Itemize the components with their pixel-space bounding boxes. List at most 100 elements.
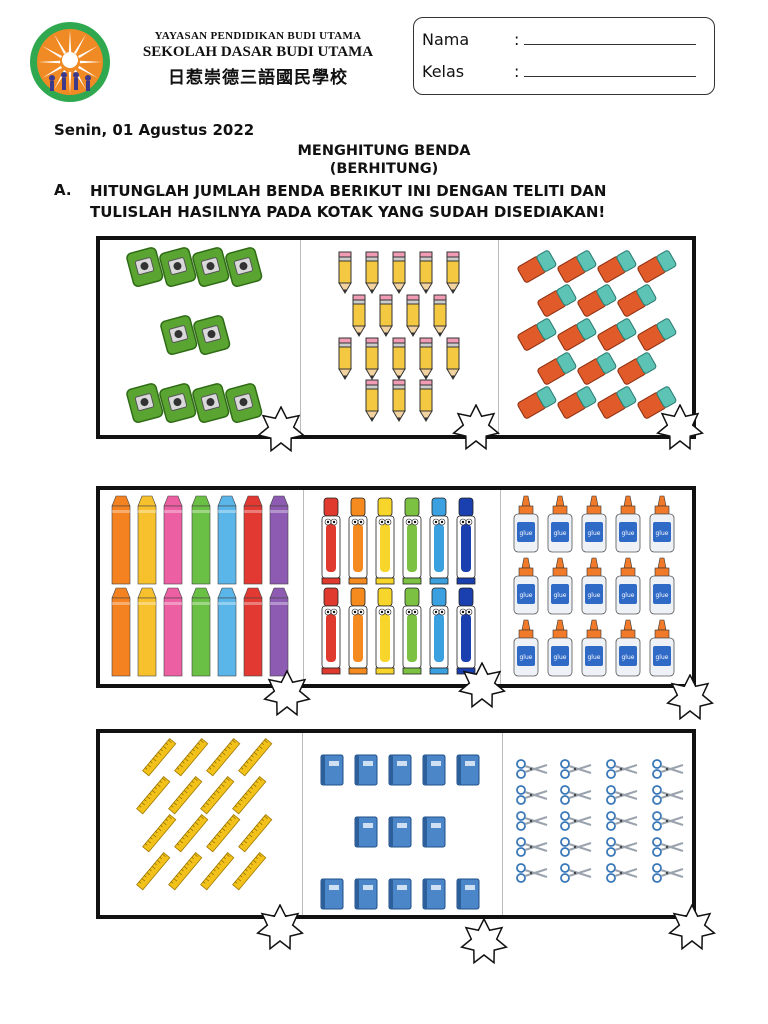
- eraser-item: [517, 386, 557, 419]
- marker-item: [348, 587, 368, 675]
- answer-box-star[interactable]: [656, 404, 704, 452]
- ruler-item: [206, 737, 241, 777]
- pencil-item: [419, 337, 433, 380]
- eraser-group: [517, 250, 677, 419]
- answer-box-star[interactable]: [452, 404, 500, 452]
- scissors-item: [516, 837, 548, 857]
- marker-group: [321, 497, 476, 675]
- pencil-item: [392, 379, 406, 422]
- ruler-item: [238, 813, 273, 853]
- pencil-item: [433, 294, 447, 337]
- glue-item: glue: [547, 557, 573, 615]
- erasers-panel: [517, 250, 677, 419]
- sharpener-item: [192, 383, 230, 423]
- eraser-item: [577, 352, 617, 385]
- notebook-item: [388, 754, 412, 786]
- ruler-item: [136, 775, 171, 815]
- notebook-item: [354, 878, 378, 910]
- notebook-group: [320, 754, 480, 910]
- name-label: Nama: [422, 30, 470, 49]
- worksheet-date: Senin, 01 Agustus 2022: [54, 121, 255, 139]
- eraser-item: [537, 352, 577, 385]
- notebook-item: [388, 816, 412, 848]
- notebook-item: [320, 878, 344, 910]
- pencils-panel: [338, 251, 460, 422]
- sharpener-item: [193, 315, 231, 355]
- scissors-item: [606, 837, 638, 857]
- crayon-item: [111, 587, 131, 677]
- scissors-item: [606, 811, 638, 831]
- ruler-item: [232, 775, 267, 815]
- scissors-item: [652, 759, 684, 779]
- glue-item: glue: [649, 557, 675, 615]
- marker-item: [456, 587, 476, 675]
- school-header: YAYASAN PENDIDIKAN BUDI UTAMA SEKOLAH DA…: [118, 30, 398, 88]
- eraser-item: [577, 284, 617, 317]
- scissors-item: [516, 785, 548, 805]
- glue-item: glue: [615, 495, 641, 553]
- eraser-item: [637, 250, 677, 283]
- worksheet-subtitle: (BERHITUNG): [329, 161, 439, 177]
- notebooks-panel: [320, 754, 480, 910]
- scissors-item: [560, 759, 592, 779]
- scissors-item: [516, 759, 548, 779]
- marker-item: [321, 497, 341, 585]
- school-name: SEKOLAH DASAR BUDI UTAMA: [142, 44, 374, 60]
- answer-box-star[interactable]: [666, 674, 714, 722]
- pencil-item: [365, 337, 379, 380]
- crayon-item: [243, 495, 263, 585]
- answer-box-star[interactable]: [257, 406, 305, 454]
- ruler-item: [142, 737, 177, 777]
- pencil-item: [419, 251, 433, 294]
- glue-item: glue: [581, 557, 607, 615]
- scissors-item: [652, 811, 684, 831]
- answer-box-star[interactable]: [668, 904, 716, 952]
- answer-box-star[interactable]: [256, 904, 304, 952]
- crayon-item: [217, 587, 237, 677]
- crayon-item: [217, 495, 237, 585]
- ruler-item: [200, 851, 235, 891]
- answer-box-star[interactable]: [263, 670, 311, 718]
- crayons-panel: [111, 495, 289, 677]
- crayon-item: [137, 587, 157, 677]
- marker-item: [402, 587, 422, 675]
- pencil-item: [338, 251, 352, 294]
- crayon-item: [191, 495, 211, 585]
- crayon-item: [163, 587, 183, 677]
- section-letter: A.: [54, 181, 72, 199]
- answer-box-star[interactable]: [458, 662, 506, 710]
- notebook-item: [456, 878, 480, 910]
- scissors-item: [652, 785, 684, 805]
- eraser-item: [637, 318, 677, 351]
- glue-item: glue: [615, 619, 641, 677]
- eraser-item: [637, 386, 677, 419]
- class-row: Kelas:: [422, 62, 696, 81]
- glue-item: glue: [513, 495, 539, 553]
- eraser-item: [617, 284, 657, 317]
- glue-label: glue: [554, 592, 567, 599]
- pencil-item: [406, 294, 420, 337]
- eraser-item: [557, 386, 597, 419]
- name-field[interactable]: [524, 30, 696, 45]
- class-field[interactable]: [524, 62, 696, 77]
- scissors-item: [560, 863, 592, 883]
- answer-box-star[interactable]: [460, 918, 508, 966]
- student-info-box: Nama: Kelas:: [413, 17, 715, 95]
- school-name-chinese: 日惹崇德三語國民學校: [168, 68, 348, 87]
- pencil-item: [419, 379, 433, 422]
- glue-label: glue: [554, 654, 567, 661]
- scissors-item: [606, 759, 638, 779]
- ruler-group: [136, 737, 273, 891]
- marker-item: [375, 587, 395, 675]
- marker-item: [402, 497, 422, 585]
- eraser-item: [597, 318, 637, 351]
- pencil-item: [365, 379, 379, 422]
- sharpeners-panel: [126, 247, 263, 423]
- pencil-item: [446, 337, 460, 380]
- pencil-item: [392, 251, 406, 294]
- scissors-item: [516, 863, 548, 883]
- pencil-item: [446, 251, 460, 294]
- eraser-item: [557, 318, 597, 351]
